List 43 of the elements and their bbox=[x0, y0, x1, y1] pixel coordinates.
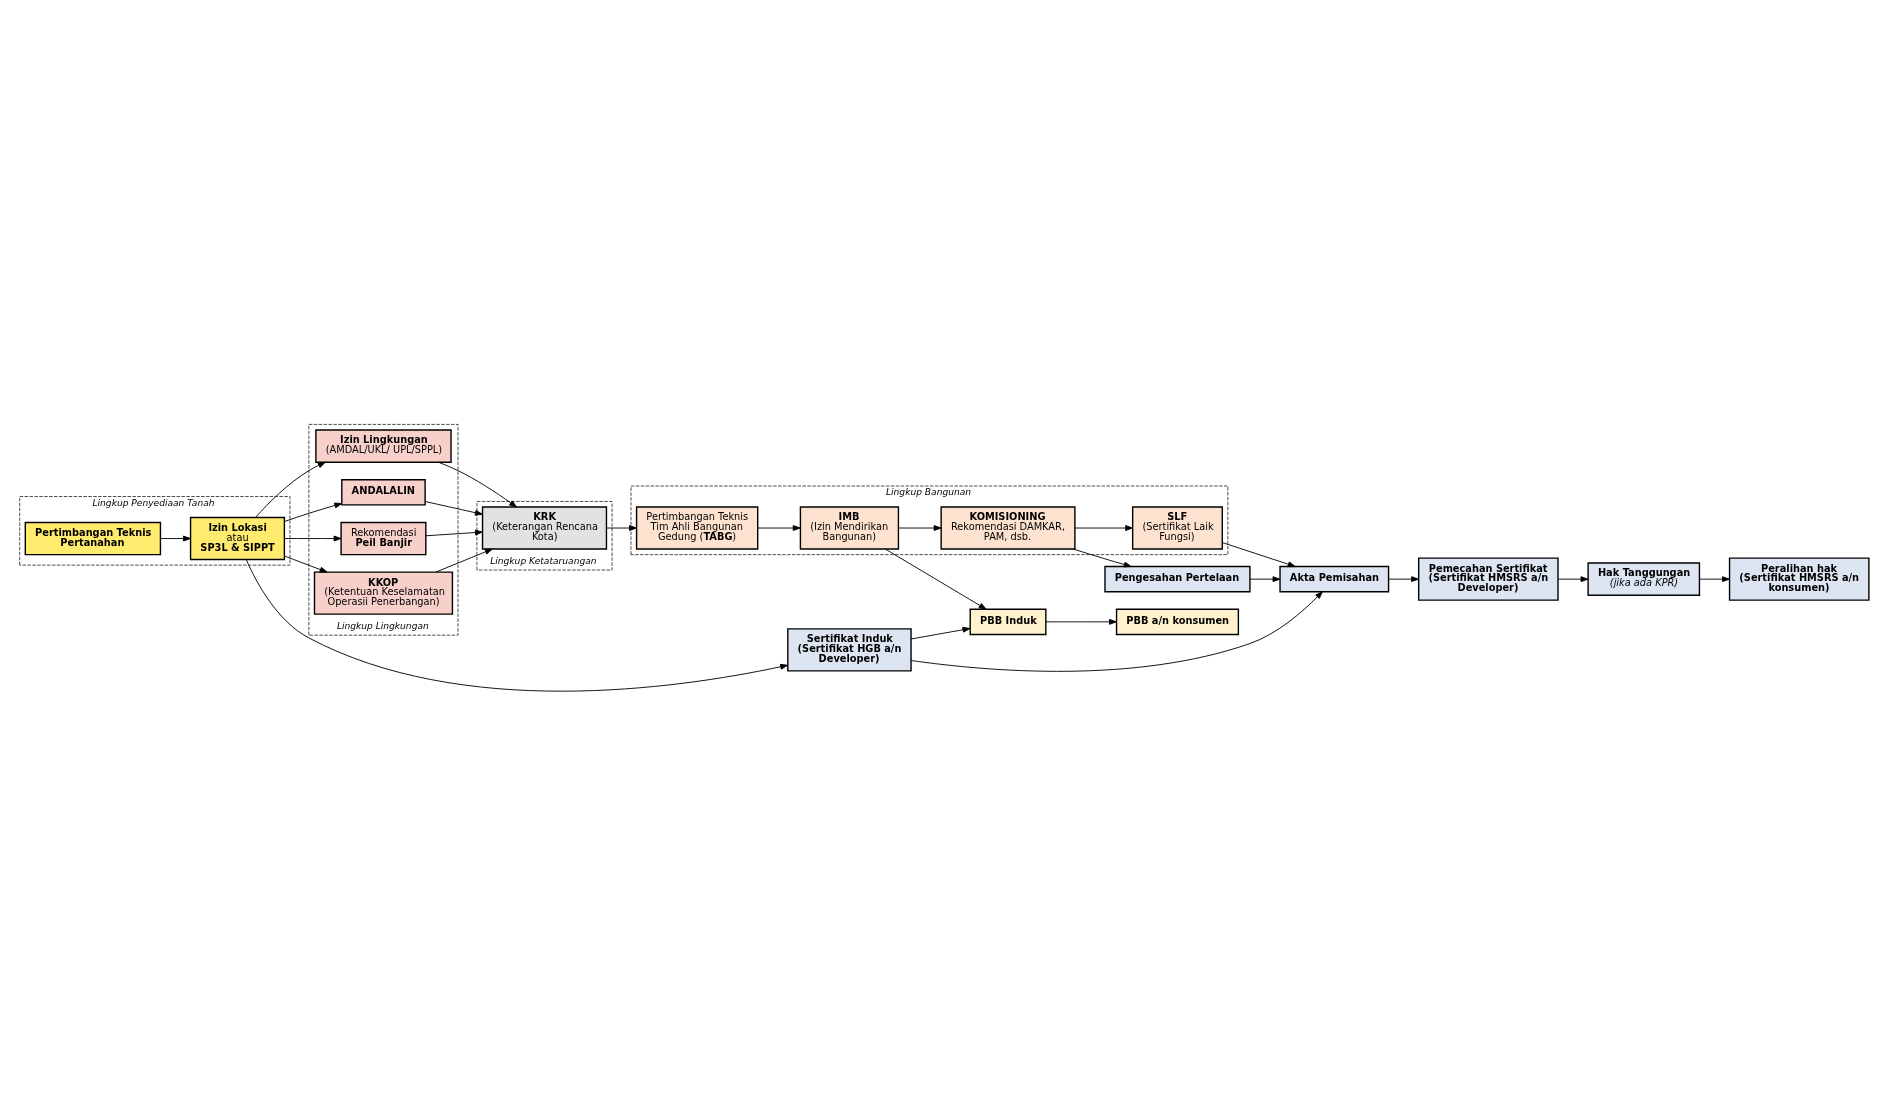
node-box: Pengesahan Pertelaan bbox=[1104, 565, 1251, 592]
arrow bbox=[1045, 618, 1117, 625]
arrow bbox=[424, 500, 483, 516]
arrow bbox=[435, 548, 493, 573]
node-box: Hak Tanggungan (jika ada KPR) bbox=[1587, 561, 1701, 596]
arrow bbox=[1388, 575, 1420, 582]
arrow bbox=[884, 548, 987, 610]
arrow bbox=[757, 524, 801, 531]
arrow bbox=[1074, 524, 1134, 531]
arrow bbox=[1699, 575, 1730, 582]
arrow bbox=[1557, 575, 1589, 582]
arrow bbox=[898, 524, 942, 531]
node-box: Izin Lingkungan (AMDAL/UKL/ UPL/SPPL) bbox=[315, 428, 452, 463]
arrow bbox=[606, 524, 637, 531]
arrow bbox=[284, 535, 342, 541]
node-box: Akta Pemisahan bbox=[1279, 565, 1390, 592]
node-box: PBB Induk bbox=[969, 608, 1047, 635]
arrow bbox=[438, 461, 517, 507]
node-box: KKOP (Ketentuan Keselamatan Operasii Penerbangan) bbox=[313, 570, 454, 615]
arrow bbox=[1221, 541, 1296, 567]
arrow bbox=[245, 558, 789, 692]
node-box: PBB a/n konsumen bbox=[1115, 608, 1240, 635]
arrow bbox=[284, 555, 328, 573]
arrow bbox=[283, 502, 343, 522]
node-box: ANDALALIN bbox=[341, 478, 426, 506]
node-box: Peralihan hak (Sertifikat HMSRS a/n konsumen) bbox=[1728, 556, 1870, 601]
node-box: KOMISIONING Rekomendasi DAMKAR, PAM, dsb. bbox=[940, 505, 1076, 550]
node-box: Pemecahan Sertifikat (Sertifikat HMSRS a/n Developer) bbox=[1417, 556, 1559, 601]
node-box: Rekomendasi Peil Banjir bbox=[340, 521, 427, 555]
node-box: Izin Lokasi atau SP3L & SIPPT bbox=[189, 516, 286, 560]
node-box: SLF (Sertifikat Laik Fungsi) bbox=[1131, 505, 1223, 550]
arrow bbox=[910, 590, 1323, 672]
node-box: Pertimbangan Teknis Pertanahan bbox=[24, 521, 162, 555]
arrow bbox=[160, 535, 191, 541]
node-box: Pertimbangan Teknis Tim Ahli Bangunan Gedung (TABG) bbox=[635, 505, 759, 550]
arrow bbox=[910, 626, 971, 639]
node-box: KRK (Keterangan Rencana Kota) bbox=[481, 505, 608, 550]
arrow bbox=[1072, 548, 1132, 567]
arrow bbox=[255, 461, 326, 518]
node-box: Sertifikat Induk (Sertifikat HGB a/n Developer) bbox=[787, 627, 912, 672]
node-box: IMB (Izin Mendirikan Bangunan) bbox=[799, 505, 900, 550]
arrow bbox=[425, 529, 483, 536]
arrow bbox=[1249, 575, 1281, 582]
